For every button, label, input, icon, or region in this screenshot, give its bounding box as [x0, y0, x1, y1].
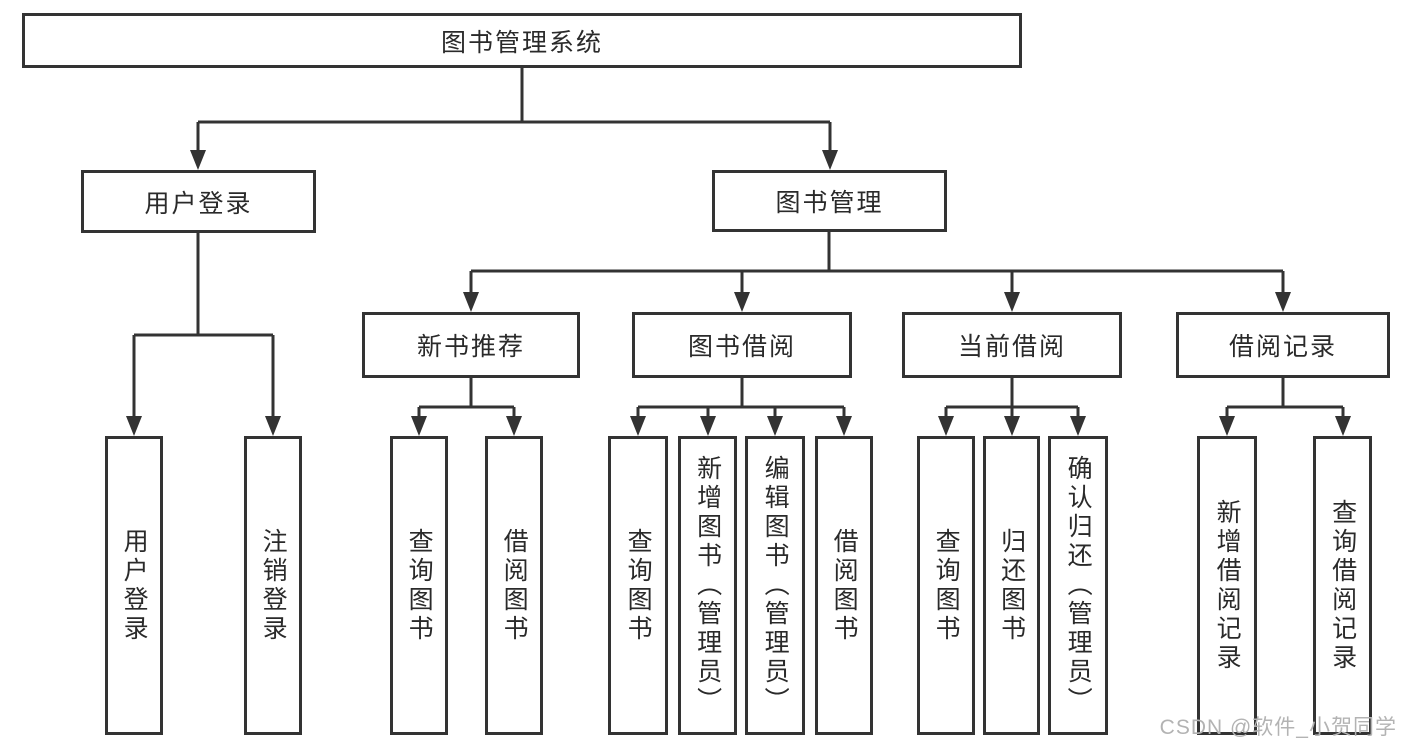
leaf-records-add: 新增借阅记录 [1197, 436, 1257, 735]
connector-book-mgmt-children [463, 232, 1291, 312]
connector-user-login-children [126, 233, 281, 436]
leaf-borrow-book-label: 借阅图书 [830, 527, 859, 644]
leaf-current-confirm-admin-label: 确认归还（管理员） [1064, 455, 1093, 716]
node-book-management: 图书管理 [712, 170, 947, 232]
leaf-borrow-add-admin-label: 新增图书（管理员） [693, 455, 722, 716]
leaf-borrow-query: 查询图书 [608, 436, 668, 735]
node-user-login: 用户登录 [81, 170, 316, 233]
leaf-newbooks-borrow: 借阅图书 [485, 436, 543, 735]
connector-book-borrow-children [630, 378, 852, 436]
leaf-current-confirm-admin: 确认归还（管理员） [1048, 436, 1108, 735]
connector-borrow-records-children [1219, 378, 1351, 436]
leaf-current-query: 查询图书 [917, 436, 975, 735]
node-current-borrow: 当前借阅 [902, 312, 1122, 378]
leaf-borrow-book: 借阅图书 [815, 436, 873, 735]
leaf-borrow-edit-admin-label: 编辑图书（管理员） [761, 455, 790, 716]
leaf-records-add-label: 新增借阅记录 [1213, 498, 1242, 673]
connector-new-books-children [411, 378, 522, 436]
leaf-newbooks-query: 查询图书 [390, 436, 448, 735]
leaf-logout-label: 注销登录 [259, 527, 288, 644]
node-root-system: 图书管理系统 [22, 13, 1022, 68]
csdn-watermark: CSDN @软件_小贺同学 [1159, 716, 1397, 739]
connector-root-to-level2 [190, 68, 838, 170]
leaf-user-login: 用户登录 [105, 436, 163, 735]
leaf-newbooks-query-label: 查询图书 [405, 527, 434, 644]
leaf-logout: 注销登录 [244, 436, 302, 735]
connector-current-borrow-children [938, 378, 1086, 436]
leaf-records-query-label: 查询借阅记录 [1328, 498, 1357, 673]
node-book-borrow: 图书借阅 [632, 312, 852, 378]
leaf-current-query-label: 查询图书 [932, 527, 961, 644]
leaf-newbooks-borrow-label: 借阅图书 [500, 527, 529, 644]
node-borrow-records: 借阅记录 [1176, 312, 1390, 378]
node-new-book-recommend: 新书推荐 [362, 312, 580, 378]
leaf-current-return-label: 归还图书 [997, 527, 1026, 644]
leaf-user-login-label: 用户登录 [120, 527, 149, 644]
leaf-current-return: 归还图书 [983, 436, 1040, 735]
leaf-records-query: 查询借阅记录 [1313, 436, 1372, 735]
leaf-borrow-query-label: 查询图书 [624, 527, 653, 644]
leaf-borrow-add-admin: 新增图书（管理员） [678, 436, 737, 735]
leaf-borrow-edit-admin: 编辑图书（管理员） [745, 436, 805, 735]
